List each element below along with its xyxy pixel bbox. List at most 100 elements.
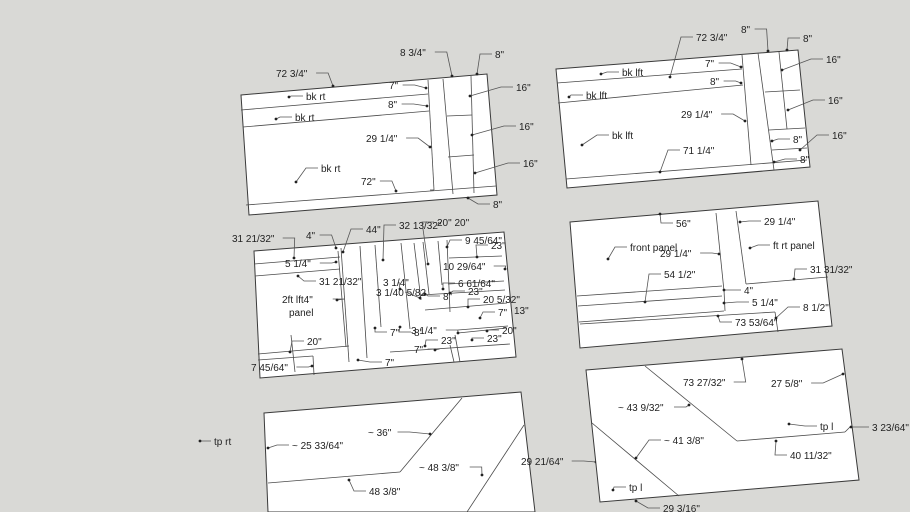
dimension-label: 23"	[441, 336, 456, 347]
sheet-side-panels: 31 21/32"4"44"32 13/32"20" 20"5 1/4"9 45…	[232, 218, 529, 379]
dimension-label: 29 1/4"	[764, 217, 796, 228]
leader-line	[775, 306, 800, 319]
cut-line	[771, 147, 808, 151]
cut-line	[389, 343, 511, 353]
leader-line	[471, 125, 516, 136]
cut-line	[578, 310, 725, 323]
leader-arrow-icon	[687, 403, 691, 407]
leader-line	[421, 221, 434, 265]
leader-arrow-icon	[716, 314, 720, 318]
leader-arrow-icon	[743, 119, 747, 123]
cut-line	[736, 431, 846, 442]
cut-line	[579, 311, 776, 325]
leader-arrow-icon	[606, 257, 610, 261]
leader-line	[401, 103, 428, 107]
cut-line	[240, 93, 429, 111]
leader-line	[607, 246, 627, 260]
leader-arrow-icon	[466, 305, 470, 309]
leader-line	[717, 315, 732, 323]
leader-arrow-icon	[748, 246, 752, 250]
dimension-label: 3 1/4"	[383, 278, 409, 289]
leader-arrow-icon	[331, 84, 335, 88]
leader-arrow-icon	[198, 439, 202, 443]
dimension-label: 29 3/16"	[663, 504, 700, 512]
leader-arrow-icon	[398, 287, 402, 291]
leader-arrow-icon	[274, 117, 278, 121]
leader-line	[267, 444, 289, 449]
dimension-label: 9 45/64"	[465, 236, 502, 247]
leader-line	[718, 62, 742, 68]
leader-arrow-icon	[780, 68, 784, 72]
cut-line	[245, 185, 497, 206]
leader-arrow-icon	[480, 473, 484, 477]
cut-line	[399, 397, 463, 473]
leader-arrow-icon	[611, 488, 615, 492]
leader-arrow-icon	[580, 143, 584, 147]
dimension-label: 16"	[523, 159, 538, 170]
dimension-label: bk lft	[586, 91, 607, 102]
leader-line	[289, 340, 304, 353]
dimension-label: 7"	[389, 81, 399, 92]
leader-line	[469, 466, 483, 476]
leader-line	[571, 460, 597, 463]
leader-arrow-icon	[772, 160, 776, 164]
dimension-label: 71 1/4"	[683, 146, 715, 157]
dimension-label: 32 13/32"	[399, 221, 442, 232]
leader-arrow-icon	[841, 372, 845, 376]
dimension-label: 72 3/4"	[276, 69, 308, 80]
dimension-label: 44"	[366, 225, 381, 236]
leader-arrow-icon	[567, 95, 571, 99]
cut-line	[757, 52, 775, 171]
dimension-label: 27 5/8"	[771, 379, 803, 390]
leader-arrow-icon	[334, 260, 338, 264]
cut-line	[457, 327, 508, 334]
leader-line	[275, 116, 292, 120]
dimension-label: 10 29/64"	[443, 262, 486, 273]
leader-arrow-icon	[786, 108, 790, 112]
dimension-label: panel	[289, 308, 313, 319]
leader-arrow-icon	[450, 74, 454, 78]
leader-line	[787, 99, 825, 111]
cut-line	[556, 68, 743, 84]
leader-line	[723, 301, 749, 304]
leader-arrow-icon	[478, 316, 482, 320]
cut-line	[340, 247, 350, 363]
leader-arrow-icon	[475, 255, 479, 259]
cut-line	[424, 302, 508, 311]
leader-line	[600, 71, 619, 75]
cut-line	[577, 295, 723, 307]
leader-line	[659, 213, 673, 224]
leader-arrow-icon	[445, 245, 449, 249]
leader-arrow-icon	[787, 422, 791, 426]
dimension-label: tp rt	[214, 437, 231, 448]
dimension-label: front panel	[630, 243, 677, 254]
cut-line	[253, 256, 341, 265]
dimension-label: 31 21/32"	[232, 234, 275, 245]
leader-arrow-icon	[356, 358, 360, 362]
cut-line	[723, 289, 726, 312]
leader-arrow-icon	[428, 145, 432, 149]
leader-line	[739, 220, 761, 223]
leader-arrow-icon	[485, 329, 489, 333]
leader-line	[398, 326, 411, 333]
leader-line	[405, 291, 421, 299]
leader-arrow-icon	[634, 456, 638, 460]
leader-line	[754, 28, 769, 52]
cut-line	[359, 245, 368, 359]
cut-line	[242, 110, 430, 128]
dimension-label: 8"	[414, 328, 424, 339]
leader-line	[469, 86, 513, 97]
dimension-label: 23"	[468, 287, 483, 298]
dimension-label: 73 27/32"	[683, 378, 726, 389]
cut-line	[422, 241, 430, 295]
dimension-label: ~ 25 33/64"	[292, 441, 344, 452]
dimension-label: 31 21/32"	[319, 277, 362, 288]
leader-arrow-icon	[643, 300, 647, 304]
leader-line	[282, 237, 296, 259]
dimension-label: 3 23/64"	[872, 423, 909, 434]
leader-arrow-icon	[785, 48, 789, 52]
